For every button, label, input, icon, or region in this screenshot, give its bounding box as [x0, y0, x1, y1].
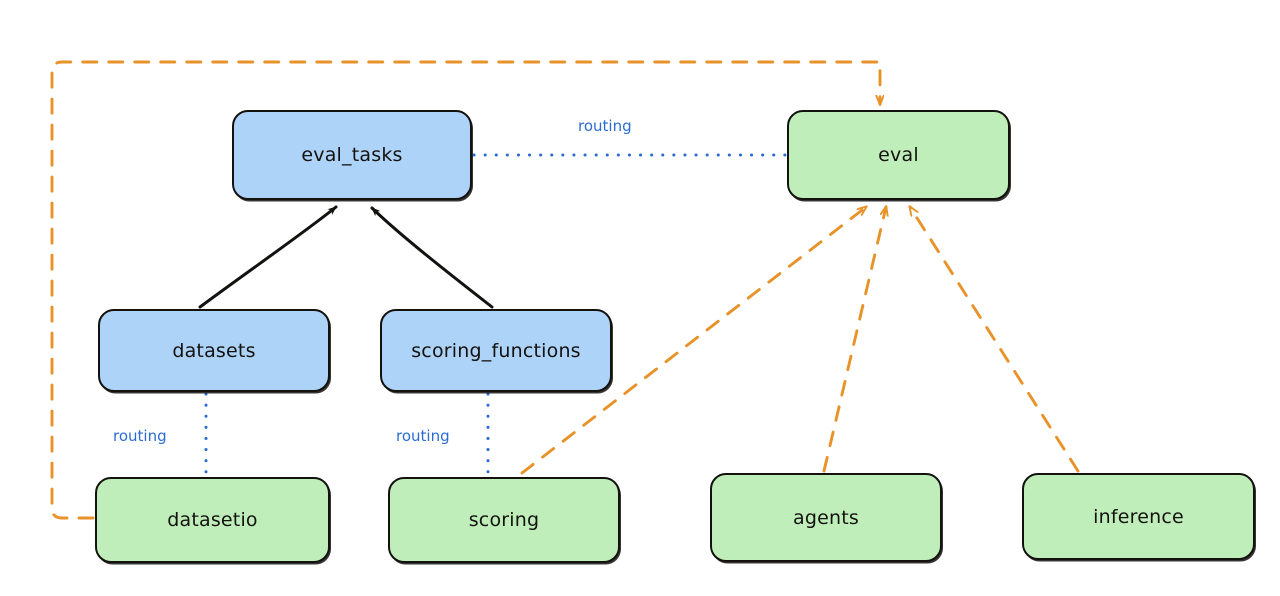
edge-inference-to-eval — [910, 207, 1080, 473]
edge-agents-to-eval — [822, 207, 886, 473]
edge-scoring_functions-to-eval_tasks — [370, 206, 494, 309]
node-label: eval — [878, 144, 919, 166]
node-eval_tasks[interactable]: eval_tasks — [232, 110, 472, 200]
node-scoring_functions[interactable]: scoring_functions — [380, 309, 612, 392]
edge-label-routing-scoring_functions-scoring: routing — [396, 427, 450, 445]
node-scoring[interactable]: scoring — [388, 477, 620, 563]
edge-datasets-to-eval_tasks — [198, 205, 338, 309]
node-label: datasets — [172, 339, 256, 362]
node-agents[interactable]: agents — [710, 473, 942, 562]
node-inference[interactable]: inference — [1022, 473, 1255, 560]
node-label: datasetio — [167, 509, 258, 531]
node-datasetio[interactable]: datasetio — [95, 477, 330, 563]
node-eval[interactable]: eval — [787, 110, 1010, 200]
node-datasets[interactable]: datasets — [98, 309, 330, 392]
node-label: scoring_functions — [411, 339, 581, 362]
edge-label-routing-eval_tasks-eval: routing — [578, 117, 632, 135]
node-label: inference — [1093, 505, 1184, 528]
node-label: scoring — [468, 509, 540, 531]
node-label: agents — [793, 506, 859, 529]
edge-label-routing-datasets-datasetio: routing — [113, 427, 167, 445]
node-label: eval_tasks — [301, 144, 403, 166]
